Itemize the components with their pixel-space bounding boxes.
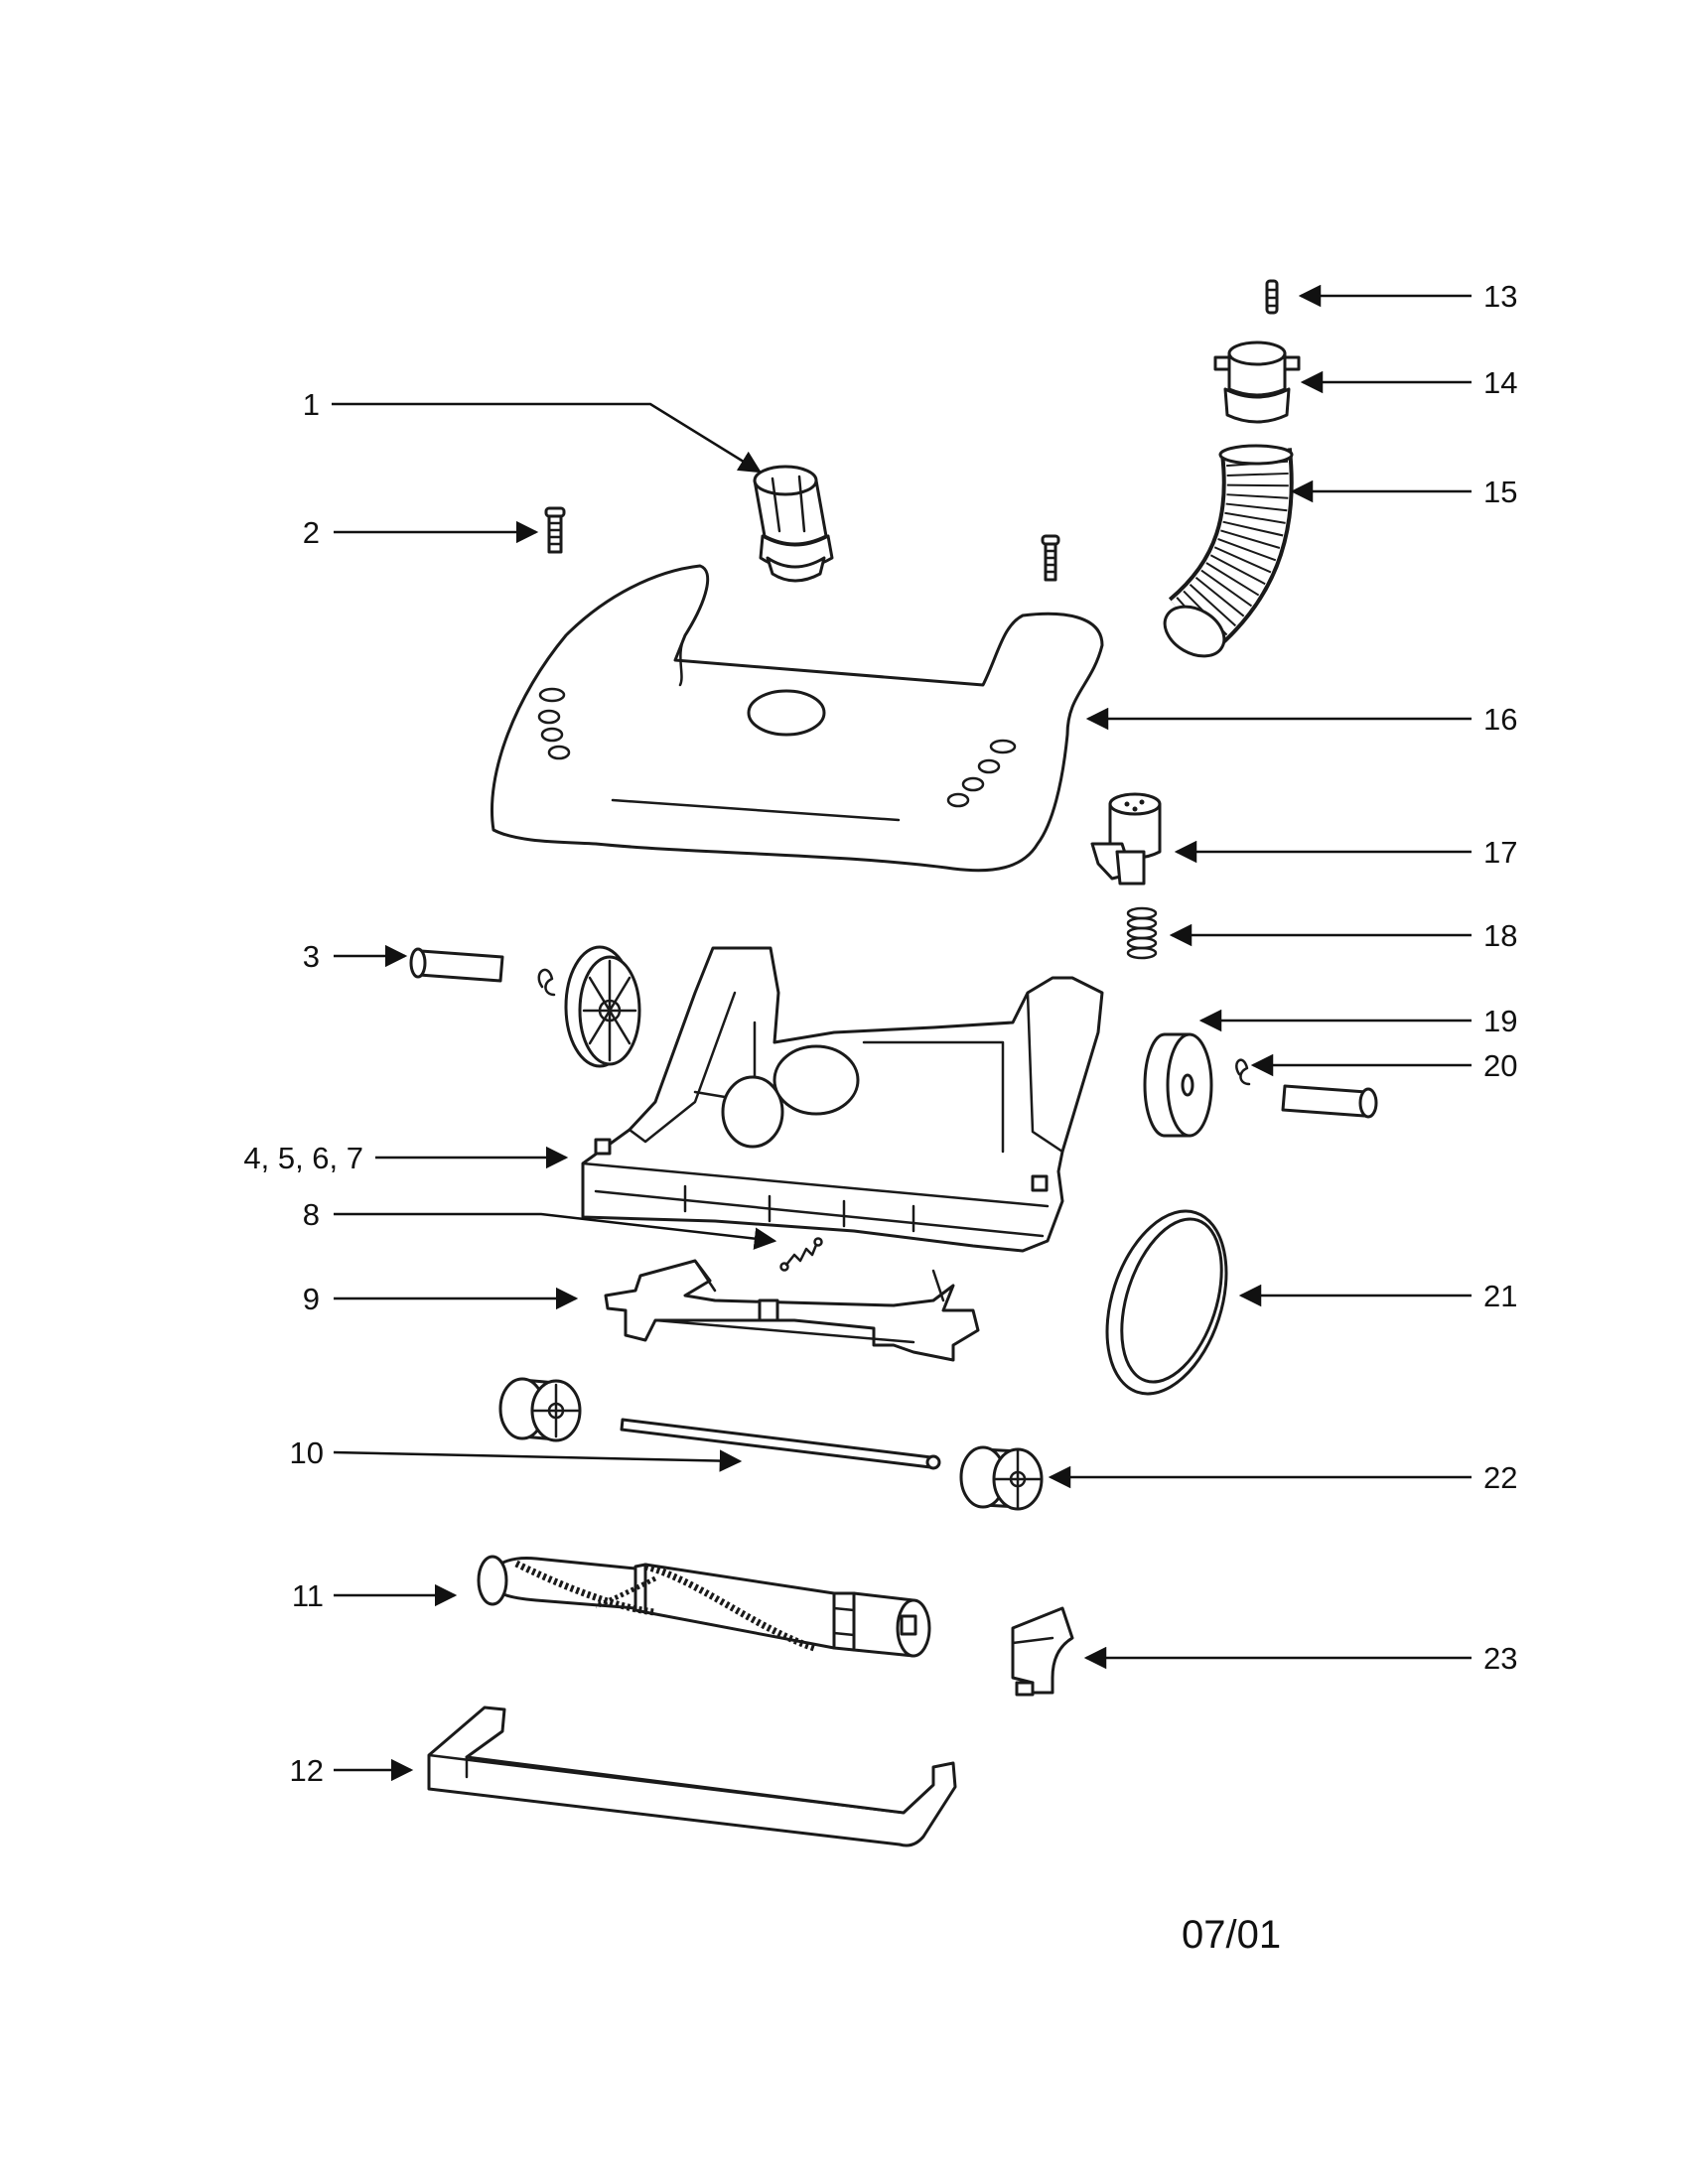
callout-17: 17 xyxy=(1483,835,1517,870)
part-15-flexible-hose xyxy=(1163,444,1294,658)
callout-8: 8 xyxy=(303,1197,320,1232)
callout-2: 2 xyxy=(303,515,320,550)
part-23-bracket xyxy=(1011,1606,1074,1697)
callout-4-7: 4, 5, 6, 7 xyxy=(243,1141,363,1175)
part-19-wheel-right xyxy=(1143,1032,1213,1138)
part-16-hood xyxy=(491,564,1104,873)
callout-15: 15 xyxy=(1483,475,1517,509)
callout-16: 16 xyxy=(1483,702,1517,737)
part-10-shaft xyxy=(620,1418,941,1470)
part-20-retaining-clip xyxy=(1235,1058,1251,1086)
date-code: 07/01 xyxy=(1182,1913,1281,1957)
part-18-spring xyxy=(1126,906,1158,960)
part-2-screw-left xyxy=(544,506,566,554)
part-3-axle-left xyxy=(409,947,504,983)
part-21-drive-belt xyxy=(1105,1209,1228,1396)
callout-19: 19 xyxy=(1483,1004,1517,1038)
callout-1: 1 xyxy=(303,387,320,422)
callout-20: 20 xyxy=(1483,1048,1517,1083)
callout-13: 13 xyxy=(1483,279,1517,314)
end-cap-left xyxy=(498,1377,582,1442)
callout-23: 23 xyxy=(1483,1641,1517,1676)
retaining-clip-left xyxy=(537,968,556,997)
part-9-brush-frame xyxy=(604,1259,980,1362)
callout-12: 12 xyxy=(290,1753,324,1788)
leader-10 xyxy=(333,1449,743,1472)
callout-18: 18 xyxy=(1483,918,1517,953)
leader-8 xyxy=(334,1212,777,1250)
part-11-brush-roll xyxy=(477,1555,931,1658)
part-13-small-screw xyxy=(1265,279,1279,315)
callout-labels: 1 2 3 4, 5, 6, 7 8 9 10 11 12 13 14 15 1… xyxy=(243,279,1517,1788)
leader-lines xyxy=(332,284,1472,1782)
callout-3: 3 xyxy=(303,939,320,974)
part-8-small-spring xyxy=(779,1237,823,1272)
screw-right xyxy=(1041,534,1060,582)
callout-11: 11 xyxy=(292,1578,324,1613)
callout-22: 22 xyxy=(1483,1460,1517,1495)
part-12-bumper-strip xyxy=(427,1706,957,1847)
callout-14: 14 xyxy=(1483,365,1517,400)
part-1-swivel-connector xyxy=(753,465,834,583)
wheel-left xyxy=(564,945,641,1068)
axle-right xyxy=(1281,1084,1378,1119)
callout-9: 9 xyxy=(303,1282,320,1316)
callout-10: 10 xyxy=(290,1435,324,1470)
part-17-adjust-knob xyxy=(1090,792,1162,886)
part-4-7-base-chassis xyxy=(581,946,1104,1253)
callout-21: 21 xyxy=(1483,1279,1517,1313)
part-14-hose-cuff xyxy=(1213,341,1301,424)
leader-1 xyxy=(332,402,762,474)
part-22-end-cap xyxy=(959,1445,1044,1511)
